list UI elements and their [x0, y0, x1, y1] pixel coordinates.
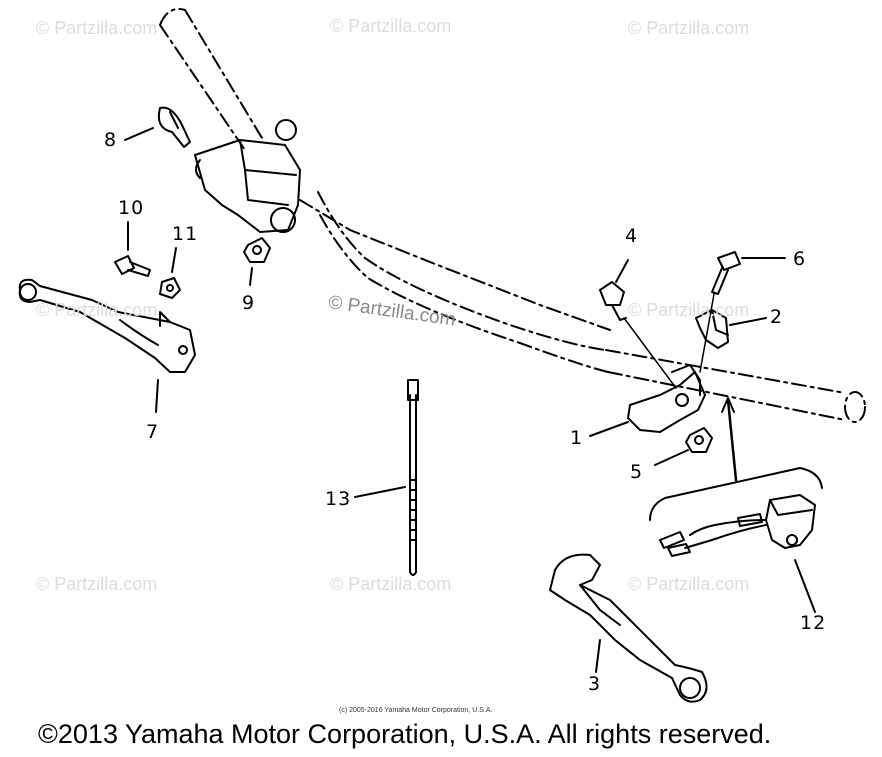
- handlebar: [159, 8, 866, 423]
- part-label-9: 9: [242, 292, 256, 314]
- watermark: © Partzilla.com: [36, 18, 158, 38]
- part-label-10: 10: [118, 197, 145, 219]
- watermark: © Partzilla.com: [330, 16, 452, 36]
- part-label-4: 4: [625, 225, 639, 247]
- watermark: © Partzilla.com: [330, 574, 452, 594]
- part-label-6: 6: [793, 248, 807, 270]
- part-label-5: 5: [630, 461, 644, 483]
- pivot-bolt-4: [599, 259, 677, 389]
- watermark: © Partzilla.com: [36, 300, 158, 320]
- nut-5: [654, 427, 713, 466]
- part-label-1: 1: [570, 427, 584, 449]
- nut-9: [243, 237, 271, 286]
- brake-lever-7: [18, 278, 196, 413]
- part-label-2: 2: [770, 306, 784, 328]
- switch-assembly: [649, 397, 823, 613]
- bolt-10: [114, 221, 151, 277]
- watermark: © Partzilla.com: [628, 18, 750, 38]
- clutch-lever-3: [549, 553, 708, 703]
- clamp-2: [695, 309, 767, 349]
- nut-11: [159, 247, 181, 299]
- watermark: © Partzilla.com: [628, 574, 750, 594]
- part-label-3: 3: [588, 673, 602, 695]
- master-cylinder: [194, 119, 301, 233]
- bolt-6: [699, 251, 786, 373]
- part-label-8: 8: [104, 129, 118, 151]
- part-label-13: 13: [325, 488, 352, 510]
- part-label-7: 7: [146, 421, 160, 443]
- watermark: © Partzilla.com: [36, 574, 158, 594]
- banjo-bolt: [124, 106, 191, 148]
- part-label-11: 11: [172, 223, 199, 245]
- watermark: © Partzilla.com: [628, 300, 750, 320]
- fine-copyright: (c) 2005-2016 Yamaha Motor Corporation, …: [339, 707, 493, 714]
- footer-copyright: ©2013 Yamaha Motor Corporation, U.S.A. A…: [38, 719, 772, 749]
- cable-tie: [354, 379, 419, 576]
- part-label-12: 12: [800, 612, 827, 634]
- lever-holder: [589, 364, 706, 437]
